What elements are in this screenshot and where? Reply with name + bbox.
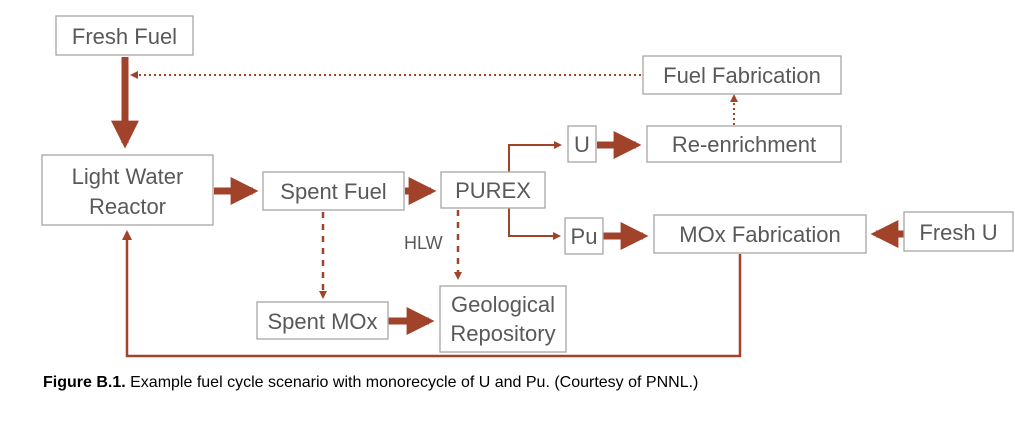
node-mox-fabrication: MOx Fabrication [653,214,867,254]
edge-mox-return-to-lwr [122,230,742,358]
node-u-label: U [574,132,590,157]
node-light-water-reactor: Light Water Reactor [41,154,214,226]
figure-caption-text: Example fuel cycle scenario with monorec… [125,374,699,391]
node-u: U [567,125,597,163]
node-spent-fuel-label: Spent Fuel [280,179,386,204]
node-spent-fuel: Spent Fuel [262,171,405,211]
edge-purex-to-pu [508,206,561,240]
node-spent-mox-label: Spent MOx [267,309,377,334]
node-pu-label: Pu [571,224,598,249]
node-fuel-fabrication: Fuel Fabrication [642,55,842,95]
node-purex: PUREX [440,171,546,209]
figure-caption: Figure B.1. Example fuel cycle scenario … [43,374,698,392]
hlw-label: HLW [404,233,443,253]
node-fresh-fuel: Fresh Fuel [55,15,194,56]
edge-purex-to-u [508,141,562,176]
node-re-enrichment: Re-enrichment [646,125,842,163]
node-re-enrichment-label: Re-enrichment [672,132,816,157]
node-fresh-fuel-label: Fresh Fuel [72,24,177,49]
node-pu: Pu [564,217,604,255]
node-fuel-fabrication-label: Fuel Fabrication [663,63,821,88]
node-spent-mox: Spent MOx [256,301,389,340]
node-purex-label: PUREX [455,178,531,203]
node-geo-line1: Geological [451,292,555,317]
node-lwr-line2: Reactor [89,194,166,219]
figure-caption-label: Figure B.1. [43,374,126,391]
node-mox-fabrication-label: MOx Fabrication [679,222,840,247]
node-geological-repository: Geological Repository [439,285,567,353]
node-fresh-u: Fresh U [903,211,1014,252]
node-geo-line2: Repository [450,321,555,346]
node-fresh-u-label: Fresh U [919,220,997,245]
node-lwr-line1: Light Water [72,164,184,189]
